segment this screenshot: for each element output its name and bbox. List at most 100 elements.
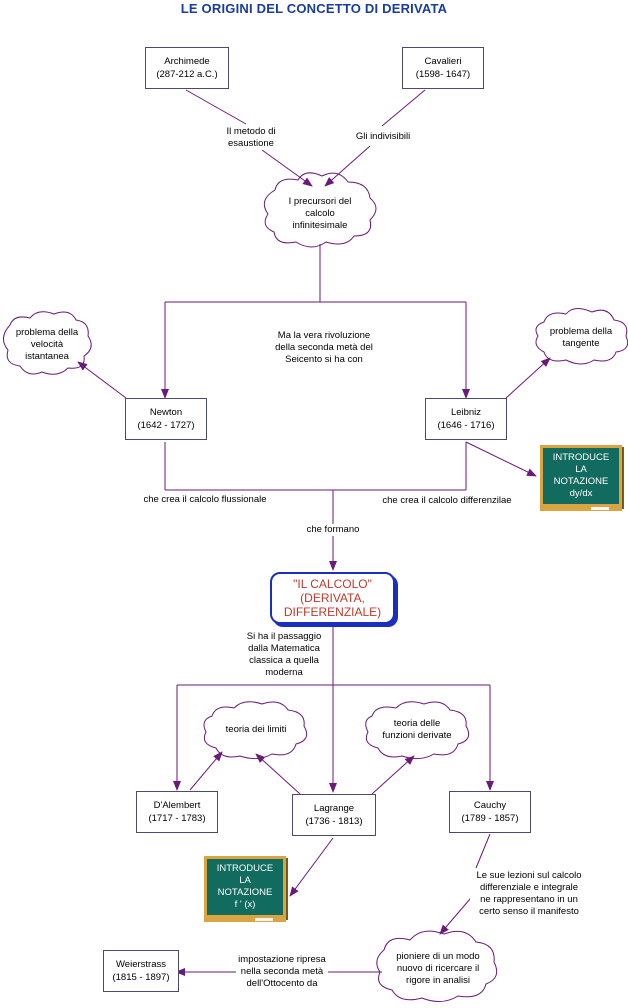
board-line: dy/dx bbox=[569, 488, 593, 499]
node-dalembert-dates: (1717 - 1783) bbox=[148, 813, 206, 824]
node-weierstrass-dates: (1815 - 1897) bbox=[112, 972, 170, 983]
edge-cauchy-label bbox=[475, 833, 491, 869]
board-ledge bbox=[204, 918, 286, 922]
label-differenziale: che crea il calcolo differenzilae bbox=[374, 495, 520, 507]
edge-lagrange-funzioni bbox=[371, 755, 415, 795]
node-archimede-name: Archimede bbox=[164, 56, 210, 67]
cloud-velocita[interactable]: problema della velocità istantanea bbox=[4, 322, 90, 368]
label-line: Le sue lezioni sul calcolo bbox=[476, 870, 582, 881]
center-line: "IL CALCOLO" bbox=[293, 577, 372, 591]
label-line: certo senso il manifesto bbox=[479, 906, 579, 917]
board-line: LA bbox=[575, 464, 587, 475]
cloud-pioniere[interactable]: pioniere di un modo nuovo di ricercare i… bbox=[380, 944, 496, 994]
label-line: impostazione ripresa bbox=[238, 954, 326, 965]
label-line: della seconda metà del bbox=[275, 342, 373, 353]
chalk-icon bbox=[591, 507, 609, 510]
cloud-funzioni-line: teoria delle bbox=[393, 718, 441, 729]
node-newton[interactable]: Newton (1642 - 1727) bbox=[125, 398, 207, 440]
label-line: Il metodo di bbox=[226, 126, 276, 137]
edge-dalembert-limiti bbox=[189, 751, 223, 791]
node-newton-dates: (1642 - 1727) bbox=[137, 420, 195, 431]
label-line: classica a quella bbox=[249, 655, 319, 666]
cloud-velocita-shape bbox=[3, 311, 92, 375]
cloud-velocita-line: problema della bbox=[15, 327, 79, 338]
label-line: che formano bbox=[306, 524, 360, 535]
node-dalembert-name: D'Alembert bbox=[153, 800, 201, 811]
cloud-pioniere-shape bbox=[376, 930, 498, 1002]
edge-newton-velocita bbox=[77, 361, 127, 399]
label-indivisibili: Gli indivisibili bbox=[346, 131, 420, 143]
node-cauchy-dates: (1789 - 1857) bbox=[461, 813, 519, 824]
label-passaggio: Si ha il passaggio dalla Matematica clas… bbox=[236, 631, 332, 679]
node-lagrange-name: Lagrange bbox=[313, 803, 355, 814]
label-flussionale: che crea il calcolo flussionale bbox=[130, 494, 280, 506]
label-formano: che formano bbox=[302, 524, 364, 536]
node-cauchy-name: Cauchy bbox=[473, 800, 507, 811]
label-line: Ma la vera rivoluzione bbox=[277, 330, 371, 341]
node-leibniz[interactable]: Leibniz (1646 - 1716) bbox=[425, 398, 507, 440]
edge-metodo-precursori bbox=[261, 149, 313, 187]
cloud-shapes bbox=[3, 172, 628, 1002]
node-newton-name: Newton bbox=[149, 407, 183, 418]
label-line: dell'Ottocento da bbox=[246, 978, 318, 989]
cloud-funzioni[interactable]: teoria delle funzioni derivate bbox=[366, 710, 468, 750]
label-rivoluzione: Ma la vera rivoluzione della seconda met… bbox=[262, 330, 386, 366]
cloud-funzioni-shape bbox=[365, 701, 470, 760]
cloud-limiti-line: teoria dei limiti bbox=[225, 724, 287, 735]
center-line: (DERIVATA, bbox=[300, 591, 365, 605]
node-cauchy[interactable]: Cauchy (1789 - 1857) bbox=[449, 791, 531, 833]
label-line: dalla Matematica bbox=[248, 643, 320, 654]
cloud-pioniere-line: rigore in analisi bbox=[406, 975, 470, 986]
edge-indivisibili-precursori bbox=[324, 145, 371, 187]
label-line: Gli indivisibili bbox=[355, 131, 411, 142]
edge-leibniz-tangente bbox=[505, 357, 551, 399]
label-impostazione: impostazione ripresa nella seconda metà … bbox=[236, 954, 328, 990]
cloud-precursori[interactable]: I precursori del calcolo infinitesimale bbox=[270, 190, 370, 238]
cloud-funzioni-line: funzioni derivate bbox=[382, 730, 452, 741]
cloud-pioniere-line: nuovo di ricercare il bbox=[396, 963, 480, 974]
cloud-velocita-line: istantanea bbox=[25, 351, 69, 362]
node-dalembert[interactable]: D'Alembert (1717 - 1783) bbox=[136, 791, 218, 833]
cloud-limiti[interactable]: teoria dei limiti bbox=[206, 710, 306, 750]
node-lagrange[interactable]: Lagrange (1736 - 1813) bbox=[292, 794, 376, 836]
board-line: INTRODUCE bbox=[552, 452, 610, 463]
node-weierstrass-name: Weierstrass bbox=[116, 959, 166, 970]
edge-lagrange-board bbox=[289, 837, 334, 897]
board-line: LA bbox=[239, 875, 251, 886]
edge-lagrange-limiti bbox=[255, 753, 301, 795]
node-archimede[interactable]: Archimede (287-212 a.C.) bbox=[145, 47, 229, 89]
cloud-precursori-line: I precursori del bbox=[288, 196, 352, 207]
cloud-precursori-line: calcolo bbox=[305, 208, 335, 219]
cloud-precursori-line: infinitesimale bbox=[292, 220, 348, 231]
board-ledge bbox=[540, 507, 622, 511]
label-line: ne rappresentano in un bbox=[480, 894, 578, 905]
node-leibniz-name: Leibniz bbox=[450, 407, 482, 418]
cloud-velocita-line: velocità bbox=[30, 339, 64, 350]
board-lagrange-notation[interactable]: INTRODUCE LA NOTAZIONE f ' (x) bbox=[204, 856, 286, 922]
node-archimede-dates: (287-212 a.C.) bbox=[156, 69, 218, 80]
label-line: esaustione bbox=[228, 138, 274, 149]
board-line: NOTAZIONE bbox=[553, 476, 609, 487]
edge-leibniz-board bbox=[465, 441, 537, 477]
node-cavalieri-dates: (1598- 1647) bbox=[415, 69, 471, 80]
node-cavalieri[interactable]: Cavalieri (1598- 1647) bbox=[402, 47, 484, 89]
node-weierstrass[interactable]: Weierstrass (1815 - 1897) bbox=[103, 950, 179, 992]
cloud-tangente-line: problema della bbox=[549, 326, 613, 337]
board-line: f ' (x) bbox=[234, 899, 256, 910]
board-leibniz-notation[interactable]: INTRODUCE LA NOTAZIONE dy/dx bbox=[540, 445, 622, 511]
label-line: Seicento si ha con bbox=[285, 354, 363, 365]
label-lezioni: Le sue lezioni sul calcolo differenziale… bbox=[470, 870, 588, 918]
node-lagrange-dates: (1736 - 1813) bbox=[305, 816, 363, 827]
cloud-tangente-shape bbox=[535, 308, 628, 365]
label-line: nella seconda metà bbox=[240, 966, 324, 977]
label-line: che crea il calcolo flussionale bbox=[143, 494, 267, 505]
center-node-calcolo[interactable]: "IL CALCOLO" (DERIVATA, DIFFERENZIALE) bbox=[270, 572, 395, 624]
cloud-tangente-line: tangente bbox=[562, 338, 600, 349]
cloud-precursori-shape bbox=[263, 172, 377, 248]
label-line: differenziale e integrale bbox=[479, 882, 579, 893]
label-line: Si ha il passaggio bbox=[246, 631, 322, 642]
cloud-tangente[interactable]: problema della tangente bbox=[538, 318, 624, 358]
label-metodo-esaustione: Il metodo di esaustione bbox=[216, 126, 286, 150]
node-leibniz-dates: (1646 - 1716) bbox=[437, 420, 495, 431]
